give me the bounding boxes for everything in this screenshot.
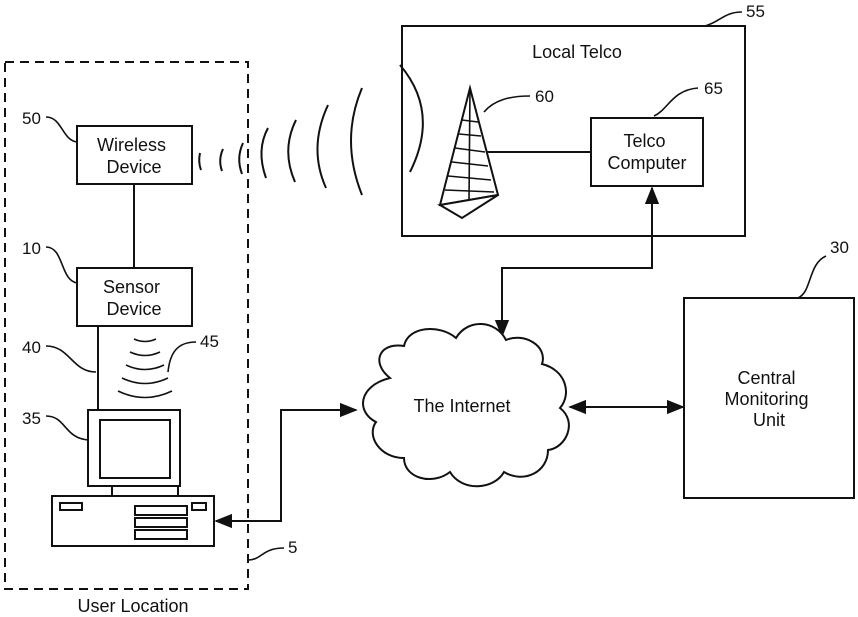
ref-35-leader <box>46 416 88 440</box>
wireless-signal-arcs <box>118 339 172 398</box>
ref-30-leader <box>798 256 826 298</box>
telco-internet-link <box>502 188 652 336</box>
ref-45-leader <box>168 342 196 372</box>
internet-label: The Internet <box>413 396 510 416</box>
ref-5: 5 <box>288 538 297 557</box>
ref-50-leader <box>46 117 77 142</box>
ref-10-leader <box>46 247 77 283</box>
computer-internet-link <box>216 410 356 521</box>
radio-waves <box>199 65 423 195</box>
ref-40: 40 <box>22 338 41 357</box>
ref-55: 55 <box>746 2 765 21</box>
ref-30: 30 <box>830 238 849 257</box>
telco-computer-box <box>591 118 703 186</box>
ref-45: 45 <box>200 332 219 351</box>
ref-60-leader <box>484 96 530 112</box>
ref-50: 50 <box>22 109 41 128</box>
ref-40-leader <box>46 346 96 372</box>
user-location-label: User Location <box>77 596 188 616</box>
ref-65: 65 <box>704 79 723 98</box>
ref-60: 60 <box>535 87 554 106</box>
ref-5-leader <box>248 548 284 560</box>
ref-55-leader <box>705 12 742 26</box>
ref-65-leader <box>654 88 698 116</box>
local-telco-label: Local Telco <box>532 42 622 62</box>
ref-35: 35 <box>22 409 41 428</box>
ref-10: 10 <box>22 239 41 258</box>
computer-icon <box>52 410 214 546</box>
